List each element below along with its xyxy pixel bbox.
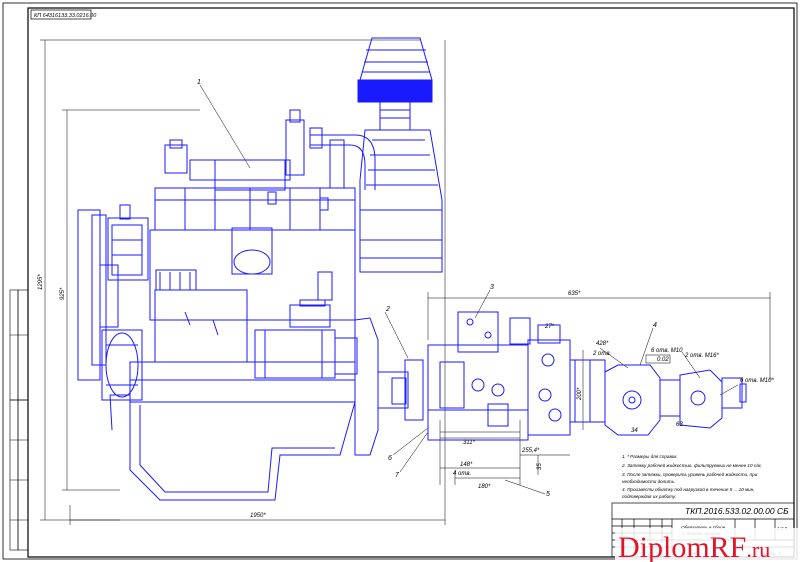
watermark-part2: RF (710, 531, 747, 562)
flywheel-housing (354, 317, 424, 456)
dim-27: 27* (544, 324, 555, 330)
cylinder-head (154, 139, 356, 231)
note-line-1: 1. * Размеры для справок. (622, 454, 678, 459)
note-line-2: 2. Затяжку рабочей жидкостью, фильтруемы… (621, 462, 762, 468)
watermark-part1: Diplom (618, 531, 710, 562)
note-line-4: необходимости долить. (622, 479, 675, 484)
dim-pump-length: 635* (568, 291, 581, 297)
callouts: 1 2 3 4 5 6 7 (197, 79, 657, 498)
callout-3: 3 (490, 284, 494, 291)
dim-34: 34 (631, 428, 638, 434)
front-pulleys (77, 204, 149, 401)
dim-height-inner: 925* (60, 287, 66, 300)
dim-63: 63 (676, 422, 683, 428)
note-line-5: 4. Произвести обкатку под нагрузкой в те… (622, 486, 755, 492)
dim-height-overall: 1295* (38, 274, 44, 290)
dim-35: 35 (537, 463, 543, 470)
corner-code: КП 64316133.33.0216.00 (34, 13, 97, 19)
dim-6-holes-m10-b: 6 отв. М10* (740, 378, 774, 384)
callout-4: 4 (653, 322, 657, 329)
dim-pump-right: 255,4* (521, 448, 540, 454)
pump-block (427, 311, 606, 441)
crankcase (109, 361, 356, 501)
stamp-title-line1: Обвязатель в сборе (681, 525, 726, 530)
dim-180: 180* (478, 484, 491, 490)
air-filter (357, 37, 443, 273)
watermark-text: DiplomRF.ru (618, 531, 770, 562)
left-margin-table (9, 289, 29, 551)
stamp-code: ТКП.2016.533.02.00.00 СБ (685, 506, 789, 516)
callout-2: 2 (385, 306, 390, 313)
dim-length-bottom: 1950* (250, 513, 266, 519)
dim-148: 148* (460, 462, 473, 468)
callout-6: 6 (388, 455, 392, 462)
gear-pumps (604, 364, 747, 436)
callout-1: 1 (197, 79, 201, 86)
dimension-texts: 1295* 925* 1950* 635* 200* 311* 255,4* 2… (38, 274, 774, 519)
callout-5: 5 (546, 491, 550, 498)
engine-block (149, 227, 356, 363)
dim-2-holes-m16: 2 отв. М16* (684, 353, 719, 359)
dim-428: 428* (596, 341, 609, 347)
note-line-3: 3. После затяжки, проверить уровень рабо… (622, 471, 758, 477)
note-line-6: подтверждая их работу. (622, 494, 676, 499)
watermark-part3: .ru (746, 537, 770, 562)
dim-6-holes-m10: 6 отв. М10 (651, 348, 683, 354)
engine-assembly (77, 37, 747, 501)
technical-notes: 1. * Размеры для справок. 2. Затяжку раб… (621, 454, 762, 499)
intake-pipe (285, 109, 376, 190)
dim-4-holes: 4 отв. (453, 471, 471, 477)
tolerance-box (645, 354, 671, 364)
dim-pump-height: 200* (577, 387, 583, 401)
starter-motor (254, 329, 358, 379)
watermark: DiplomRF.ru (615, 528, 800, 562)
dim-tolerance: 0.02 (657, 357, 669, 363)
callout-7: 7 (395, 472, 400, 479)
dim-pump-offset: 311* (463, 440, 476, 446)
dim-2-holes: 2 отв. (592, 351, 611, 357)
